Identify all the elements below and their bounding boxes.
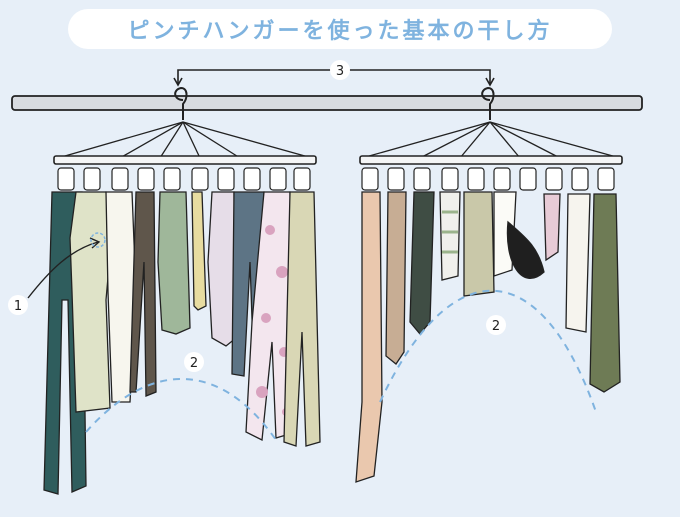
marker-1-circle xyxy=(8,295,28,315)
marker-2-left: 2 xyxy=(190,356,198,371)
marker-1: 1 xyxy=(14,299,22,314)
marker-2-left-circle xyxy=(184,352,204,372)
brown-pants xyxy=(129,191,157,397)
left-hanger-frame xyxy=(53,155,317,165)
right-hanger-frame xyxy=(359,155,623,165)
black-bra xyxy=(506,220,545,279)
right-dashed-curve xyxy=(379,289,597,413)
white-top xyxy=(565,193,591,333)
cream-shirt xyxy=(69,191,113,413)
right-hook xyxy=(481,86,495,120)
left-hook xyxy=(174,86,188,120)
right-hanger xyxy=(355,86,623,483)
drying-pole xyxy=(11,95,643,111)
marker-2-right: 2 xyxy=(492,319,500,334)
olive-shirt xyxy=(463,191,495,297)
marker-3: 3 xyxy=(336,64,344,79)
tan-sock-long xyxy=(385,191,407,365)
dark-green-sock xyxy=(409,191,435,336)
marker-2-right-circle xyxy=(486,315,506,335)
green-skirt xyxy=(157,191,191,335)
olive-pants xyxy=(589,193,621,393)
left-hanger xyxy=(43,86,321,495)
marker-3-circle xyxy=(330,60,350,80)
title-pill: ピンチハンガーを使った基本の干し方 xyxy=(68,9,612,49)
page-title: ピンチハンガーを使った基本の干し方 xyxy=(127,19,553,44)
white-shirt xyxy=(105,191,137,403)
striped-sock xyxy=(439,191,461,281)
yellow-strap xyxy=(191,191,207,311)
lavender-top xyxy=(207,191,237,347)
pink-underwear xyxy=(543,193,561,262)
beige-tights xyxy=(355,191,383,483)
beige-pants xyxy=(283,191,321,447)
clip-highlight-circle xyxy=(90,232,106,248)
marker-1-leader xyxy=(27,241,99,299)
